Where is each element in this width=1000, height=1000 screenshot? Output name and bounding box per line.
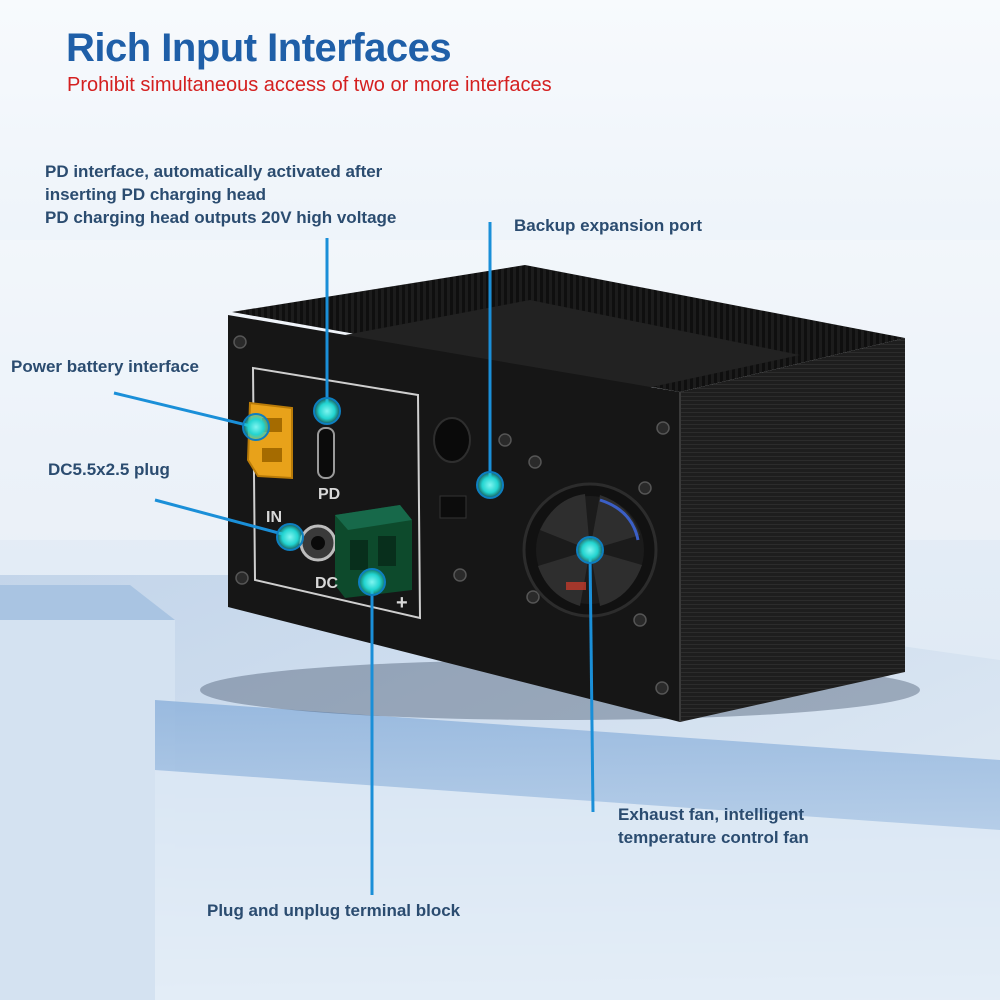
callout-backup-port: Backup expansion port — [514, 216, 702, 235]
callout-fan-line1: Exhaust fan, intelligent — [618, 805, 805, 824]
panel-mark-plus: + — [396, 592, 408, 614]
callout-pd-line2: inserting PD charging head — [45, 185, 267, 204]
step-top-left — [0, 585, 175, 620]
dc-jack — [299, 524, 337, 562]
page-subtitle: Prohibit simultaneous access of two or m… — [67, 74, 552, 96]
backup-port-hole — [433, 417, 471, 463]
dot-power-battery — [242, 413, 270, 441]
dot-dc — [276, 523, 304, 551]
callout-terminal-block: Plug and unplug terminal block — [207, 901, 461, 920]
panel-mark-pd: PD — [318, 486, 341, 503]
page-title: Rich Input Interfaces — [66, 26, 452, 70]
line-fan — [588, 551, 595, 813]
line-dc — [154, 498, 291, 538]
front-screws — [233, 335, 670, 695]
device-side — [680, 338, 905, 722]
callout-pd-line1: PD interface, automatically activated af… — [45, 162, 383, 181]
dot-terminal — [358, 568, 386, 596]
panel-mark-in: IN — [266, 509, 282, 526]
callout-power-battery: Power battery interface — [11, 357, 200, 376]
callout-pd: PD interface, automatically activated af… — [45, 160, 396, 229]
terminal-block — [335, 505, 412, 598]
small-slot — [439, 495, 467, 519]
dot-fan — [576, 536, 604, 564]
usb-c-port — [317, 427, 335, 479]
callout-dc-plug: DC5.5x2.5 plug — [48, 460, 170, 479]
callout-dots — [242, 397, 604, 596]
step-face-left — [0, 620, 175, 1000]
port-panel-outline — [251, 366, 422, 620]
callout-fan: Exhaust fan, intelligent temperature con… — [618, 803, 809, 849]
floor-light — [155, 770, 1000, 1000]
callout-fan-line2: temperature control fan — [618, 828, 809, 847]
dot-pd — [313, 397, 341, 425]
callout-lines — [113, 222, 595, 895]
line-power-battery — [113, 391, 256, 429]
callout-pd-line3: PD charging head outputs 20V high voltag… — [45, 208, 397, 227]
device-top-panel — [345, 300, 800, 396]
dot-backup — [476, 471, 504, 499]
panel-mark-dc: DC — [315, 575, 339, 592]
